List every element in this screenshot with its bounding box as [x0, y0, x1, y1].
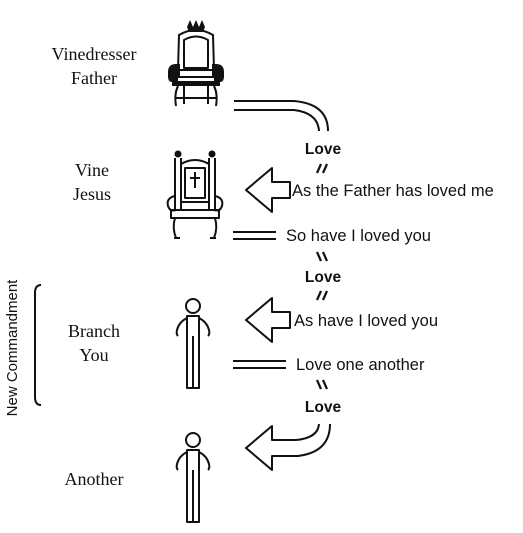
role-jesus-line1: Vine: [75, 160, 109, 180]
cross-throne-icon: [166, 150, 224, 239]
flow-tick-marks-3: [315, 290, 329, 301]
arrow-to-another: [245, 423, 331, 471]
role-you-label: Branch You: [68, 321, 120, 365]
flow-tick-marks-4: [315, 379, 329, 390]
crowned-throne-icon: [168, 20, 224, 107]
flow-father-curve: [234, 100, 329, 132]
statement-so-have-i: So have I loved you: [286, 227, 431, 245]
role-jesus-label: Vine Jesus: [73, 160, 111, 204]
role-another-label: Another: [65, 469, 124, 489]
love-label-3: Love: [305, 399, 342, 416]
role-you-line2: You: [79, 345, 108, 365]
arrow-to-jesus: [245, 167, 291, 213]
flow-jesus-line: [233, 231, 276, 240]
statement-love-one-another: Love one another: [296, 356, 425, 374]
role-father-line1: Vinedresser: [52, 44, 137, 64]
role-jesus-line2: Jesus: [73, 184, 111, 204]
person-icon: [175, 298, 211, 389]
statement-as-father: As the Father has loved me: [292, 182, 494, 200]
statement-as-have-i: As have I loved you: [294, 312, 438, 330]
role-father-label: Vinedresser Father: [52, 44, 137, 88]
new-commandment-label: New Commandment: [4, 279, 21, 417]
flow-tick-marks-2: [315, 251, 329, 262]
love-label-1: Love: [305, 141, 342, 158]
love-label-2: Love: [305, 269, 342, 286]
flow-you-line: [233, 360, 286, 369]
arrow-to-you: [245, 297, 291, 343]
new-commandment-bracket: [34, 284, 42, 406]
role-you-line1: Branch: [68, 321, 120, 341]
flow-tick-marks-1: [315, 163, 329, 174]
role-father-line2: Father: [71, 68, 117, 88]
person-icon: [175, 432, 211, 523]
